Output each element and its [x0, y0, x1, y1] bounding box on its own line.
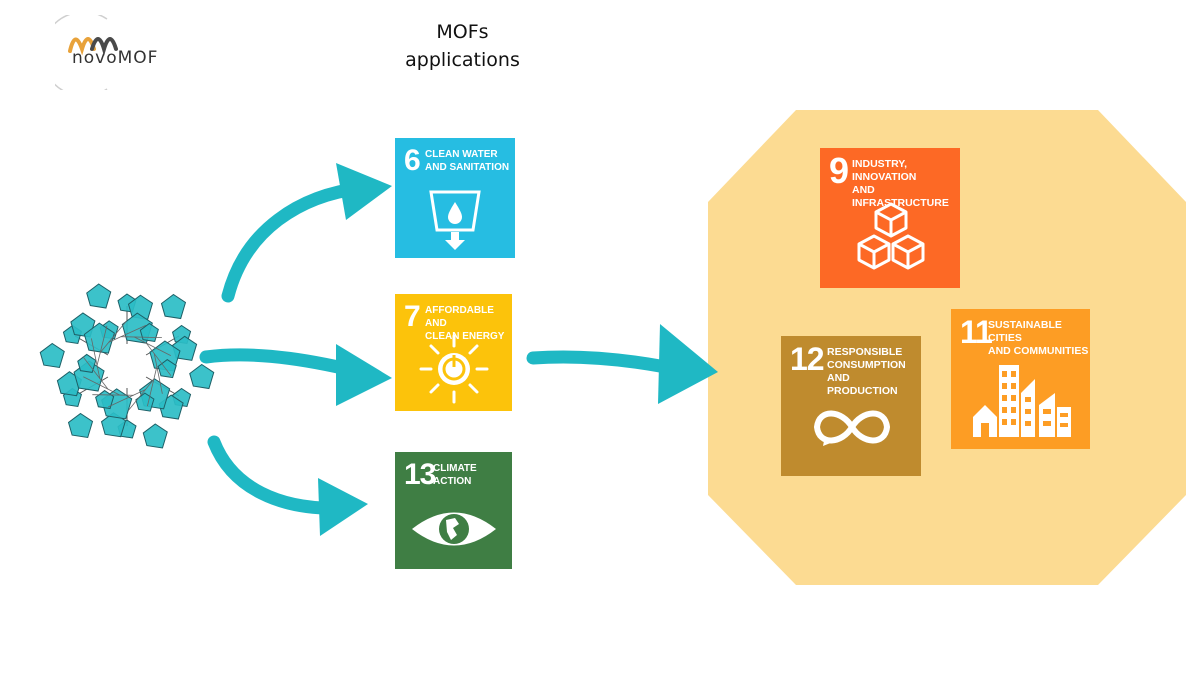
mof-polyhedron: [39, 342, 65, 369]
sdg-13-label: CLIMATE ACTION: [433, 463, 477, 487]
arrowhead-octagon: [658, 324, 718, 404]
mof-polyhedron: [100, 412, 127, 438]
mof-polyhedron: [157, 358, 177, 379]
sdg-13-tile: 13 CLIMATE ACTION: [395, 452, 512, 569]
sdg-6-label: CLEAN WATER AND SANITATION: [425, 149, 510, 173]
sdg-7-number: 7: [404, 300, 421, 333]
sdg-7-tile: 7 AFFORDABLE AND CLEAN ENERGY: [395, 294, 512, 411]
sdg-6-number: 6: [404, 144, 421, 177]
sdg-9-label: INDUSTRY, INNOVATION AND INFRASTRUCTURE: [852, 158, 949, 209]
sdg-12-number: 12: [790, 341, 825, 377]
page-title: MOFs applications: [380, 18, 545, 74]
cubes-icon: [857, 202, 925, 270]
sdg-11-label: SUSTAINABLE CITIES AND COMMUNITIES: [988, 319, 1089, 357]
sdg-12-label: RESPONSIBLE CONSUMPTION AND PRODUCTION: [827, 346, 906, 397]
title-line-2: applications: [405, 49, 520, 71]
logo-wordmark: novoMOF: [72, 48, 159, 68]
water-drop-icon: [429, 190, 481, 250]
sdg-9-number: 9: [829, 150, 849, 191]
mof-polyhedron: [142, 423, 168, 449]
sun-power-icon: [419, 334, 489, 404]
mof-polyhedron: [160, 293, 187, 320]
sdg-7-label: AFFORDABLE AND CLEAN ENERGY: [425, 305, 505, 342]
sdg-12-tile: 12 RESPONSIBLE CONSUMPTION AND PRODUCTIO…: [781, 336, 921, 476]
arrowhead-sdg13: [318, 478, 368, 536]
city-icon: [973, 365, 1071, 437]
sdg-13-number: 13: [404, 458, 436, 491]
arrowhead-sdg6: [336, 163, 392, 220]
infinity-icon: [813, 410, 891, 446]
title-line-1: MOFs: [436, 21, 489, 43]
sdg-9-tile: 9 INDUSTRY, INNOVATION AND INFRASTRUCTUR…: [820, 148, 960, 288]
arrow-to-sdg6: [221, 181, 369, 303]
sdg-11-number: 11: [960, 314, 993, 350]
mof-polyhedron: [67, 412, 94, 439]
sdg-6-tile: 6 CLEAN WATER AND SANITATION: [395, 138, 515, 258]
sdg-11-tile: 11 SUSTAINABLE CITIES AND COMMUNITIES: [951, 309, 1090, 449]
eye-globe-icon: [412, 512, 496, 546]
mof-polyhedron: [83, 322, 115, 354]
mof-polyhedron: [86, 283, 112, 309]
arrowhead-sdg7: [336, 344, 392, 406]
mof-polyhedron: [189, 363, 215, 390]
